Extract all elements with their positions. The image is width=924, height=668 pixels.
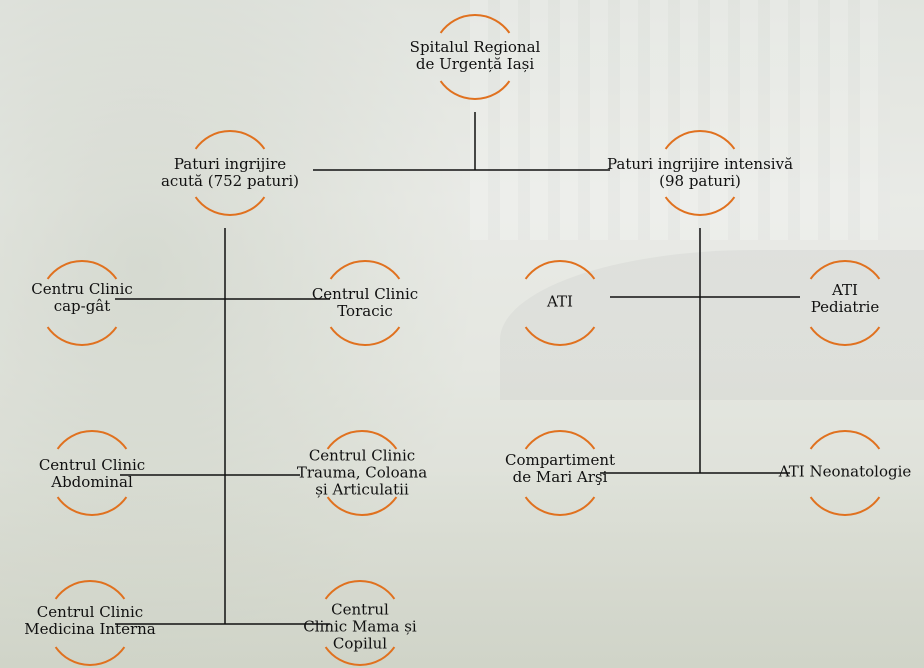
node-top-arc	[329, 260, 401, 280]
node-bottom-arc	[56, 496, 128, 516]
node-bottom-arc	[329, 326, 401, 346]
node-top-arc	[54, 580, 126, 600]
node-ati	[524, 260, 596, 346]
node-mari-arsi	[524, 430, 596, 516]
node-label-line: Pediatrie	[810, 298, 880, 316]
node-bottom-arc	[809, 496, 881, 516]
node-bottom-arc	[194, 196, 266, 216]
node-top-arc	[664, 130, 736, 150]
node-label-line: de Mari Arşi	[512, 468, 608, 486]
node-label-ati-neonatologie: ATI Neonatologie	[778, 462, 912, 481]
node-root	[439, 14, 511, 100]
node-medicina-interna	[54, 580, 126, 666]
node-label-line: ATI Neonatologie	[778, 462, 912, 481]
node-label-line: Medicina Interna	[24, 620, 156, 638]
node-label-line: acută (752 paturi)	[160, 172, 300, 190]
node-label-line: ATI	[547, 292, 573, 311]
node-bottom-arc	[439, 80, 511, 100]
node-label-line: și Articulatii	[315, 480, 409, 499]
background-ground	[0, 470, 924, 668]
node-label-line: Trauma, Coloana	[296, 463, 428, 482]
node-label-line: Copilul	[332, 634, 388, 653]
node-top-arc	[439, 14, 511, 34]
node-intensive	[664, 130, 736, 216]
node-ati-neonatologie	[809, 430, 881, 516]
node-bottom-arc	[664, 196, 736, 216]
node-top-arc	[324, 580, 396, 600]
node-bottom-arc	[809, 326, 881, 346]
node-label-line: Toracic	[337, 302, 393, 320]
node-toracic	[329, 260, 401, 346]
node-mama-copil	[324, 580, 396, 666]
node-top-arc	[46, 260, 118, 280]
node-label-line: Centrul Clinic	[311, 285, 419, 303]
node-label-line: cap-gât	[53, 297, 111, 315]
node-label-intensive: Paturi ingrijire intensivă(98 paturi)	[607, 156, 793, 190]
node-label-ati: ATI	[547, 292, 573, 311]
node-label-line: Paturi ingrijire intensivă	[606, 155, 794, 173]
node-label-line: Clinic Mama și	[303, 617, 417, 636]
node-label-line: Compartiment	[504, 451, 616, 469]
node-label-line: Centrul Clinic	[38, 456, 146, 474]
node-cap-gat	[46, 260, 118, 346]
node-top-arc	[809, 260, 881, 280]
node-label-line: Centru Clinic	[31, 280, 133, 298]
node-label-line: ATI	[832, 281, 858, 299]
node-label-line: Centrul Clinic	[36, 603, 144, 621]
node-label-line: Centrul	[331, 600, 389, 619]
node-label-line: de Urgență Iași	[415, 55, 535, 73]
node-ati-pediatrie	[809, 260, 881, 346]
node-label-line: Paturi ingrijire	[173, 155, 287, 173]
node-label-line: Spitalul Regional	[409, 38, 541, 56]
node-top-arc	[194, 130, 266, 150]
node-bottom-arc	[46, 326, 118, 346]
node-bottom-arc	[524, 496, 596, 516]
node-top-arc	[326, 430, 398, 450]
node-acute	[194, 130, 266, 216]
background-building	[470, 0, 890, 240]
node-bottom-arc	[54, 646, 126, 666]
background-foliage	[0, 0, 480, 668]
node-bottom-arc	[324, 646, 396, 666]
node-bottom-arc	[524, 326, 596, 346]
node-top-arc	[524, 430, 596, 450]
node-abdominal	[56, 430, 128, 516]
node-top-arc	[524, 260, 596, 280]
node-top-arc	[56, 430, 128, 450]
node-label-line: Centrul Clinic	[308, 446, 416, 465]
node-trauma	[326, 430, 398, 516]
node-bottom-arc	[326, 496, 398, 516]
node-top-arc	[809, 430, 881, 450]
node-label-line: Abdominal	[51, 473, 133, 491]
node-label-line: (98 paturi)	[659, 172, 741, 190]
